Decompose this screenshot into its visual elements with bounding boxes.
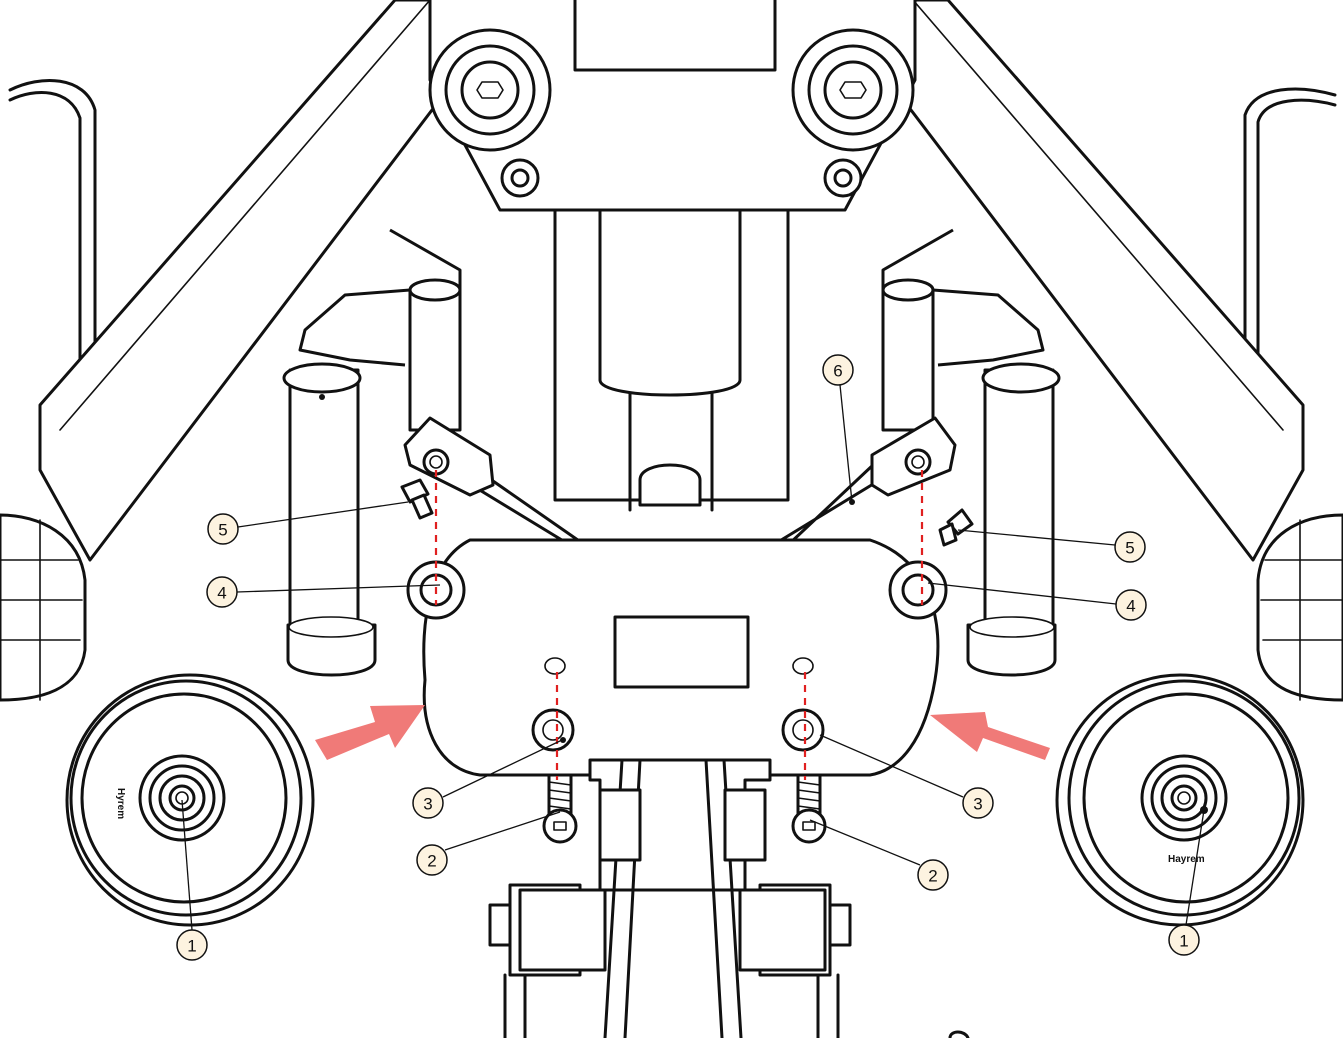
- callout-bolt-right: 2: [917, 859, 949, 891]
- svg-text:5: 5: [1125, 539, 1134, 558]
- top-bracket: [428, 0, 917, 212]
- left-set-screw: [400, 478, 434, 520]
- right-rod-clamp: [870, 416, 957, 497]
- right-bumper: [1256, 513, 1343, 702]
- mount-plate: [406, 538, 948, 777]
- svg-text:4: 4: [1126, 597, 1135, 616]
- svg-text:3: 3: [423, 795, 432, 814]
- callout-wheel-right: 1: [1168, 924, 1200, 956]
- right-set-screw: [938, 508, 974, 547]
- left-pivot-tube: [408, 278, 462, 432]
- leader-lines: [181, 384, 1205, 931]
- svg-text:1: 1: [187, 937, 196, 956]
- right-wheel: Hayrem: [1055, 673, 1305, 927]
- left-washer: [531, 708, 575, 752]
- left-wheel-stamp: Hyrem: [115, 788, 126, 819]
- callout-bushing-right: 4: [1115, 589, 1147, 621]
- svg-text:4: 4: [217, 584, 226, 603]
- right-leg: [966, 362, 1061, 677]
- svg-text:3: 3: [973, 795, 982, 814]
- left-rod-clamp: [403, 416, 495, 497]
- callout-washer-right: 3: [962, 787, 994, 819]
- right-washer: [781, 708, 825, 752]
- svg-text:6: 6: [833, 362, 842, 381]
- left-handle-loop: [8, 79, 97, 522]
- callout-bushing-left: 4: [206, 576, 238, 608]
- callout-screw-right: 5: [1114, 531, 1146, 563]
- right-pivot-tube: [881, 278, 935, 432]
- callout-screw-left: 5: [207, 513, 239, 545]
- svg-text:2: 2: [427, 852, 436, 871]
- svg-text:1: 1: [1179, 932, 1188, 951]
- right-bolt: [791, 773, 827, 844]
- right-wheel-stamp: Hayrem: [1168, 854, 1205, 865]
- right-handle-loop: [1243, 87, 1337, 522]
- svg-text:2: 2: [928, 867, 937, 886]
- lower-fork: [488, 758, 970, 1038]
- callout-washer-left: 3: [412, 787, 444, 819]
- left-bolt: [542, 773, 578, 844]
- callout-bolt-left: 2: [416, 844, 448, 876]
- left-insert-arrow: [315, 705, 425, 760]
- right-insert-arrow: [930, 712, 1050, 760]
- left-leg: [282, 362, 377, 677]
- svg-text:5: 5: [218, 521, 227, 540]
- callout-rod: 6: [822, 354, 854, 386]
- guide-lines: [434, 470, 924, 780]
- left-bumper: [0, 513, 87, 702]
- callout-wheel-left: 1: [176, 929, 208, 961]
- left-wheel: Hyrem: [65, 673, 315, 927]
